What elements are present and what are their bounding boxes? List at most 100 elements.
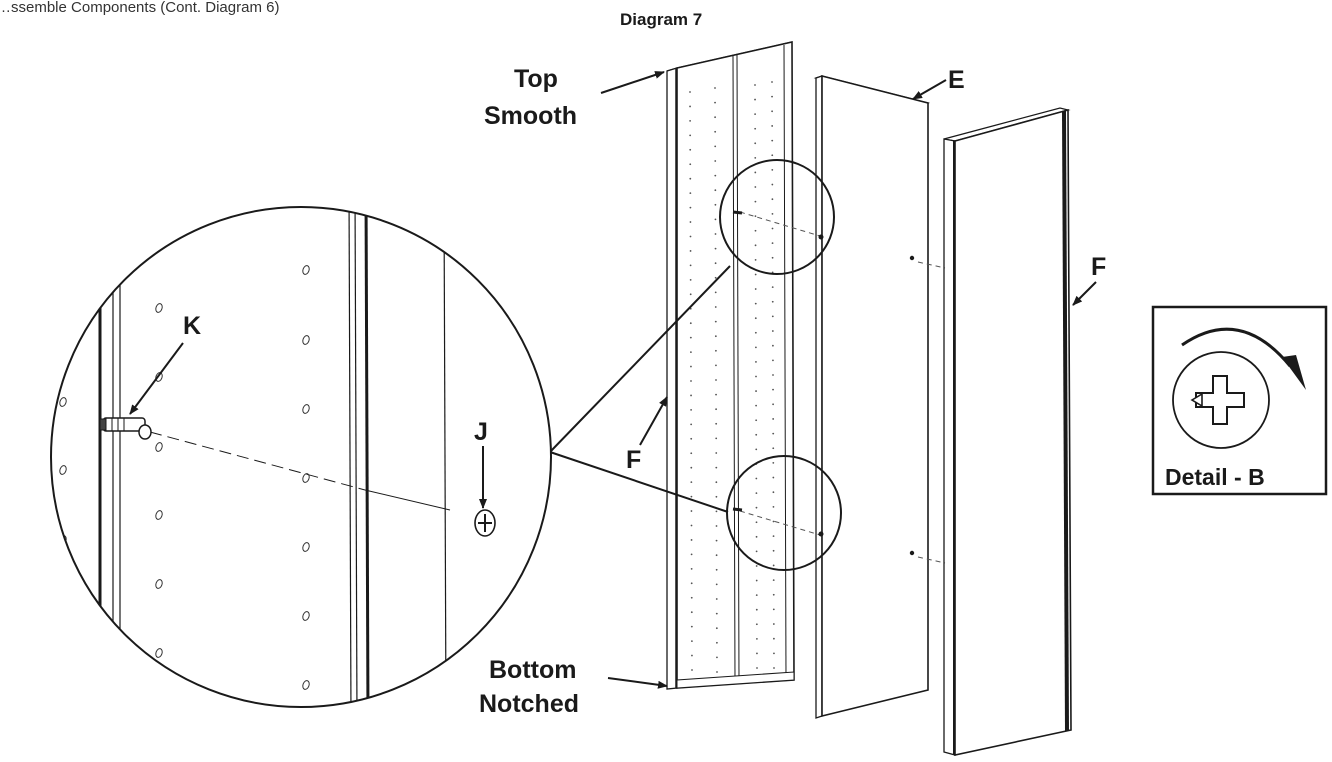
pin-hole [755, 535, 758, 538]
cam-marks [732, 210, 743, 512]
pin-hole [771, 300, 774, 303]
magnified-pin-hole [155, 579, 163, 589]
pin-hole [755, 579, 758, 582]
pin-hole [756, 667, 758, 669]
pin-hole [771, 256, 774, 259]
magnified-pin-hole [302, 404, 310, 414]
pin-hole [714, 87, 716, 89]
pin-hole [715, 408, 717, 411]
pin-hole [689, 293, 692, 296]
pin-hole [690, 524, 693, 527]
pin-hole [715, 466, 718, 469]
pin-hole [690, 596, 693, 599]
arrow-panel-e [912, 79, 947, 100]
pin-hole [755, 375, 757, 378]
pin-hole [689, 148, 692, 151]
pin-hole [715, 364, 717, 367]
pin-hole [771, 198, 774, 201]
pin-hole [714, 233, 717, 235]
pin-hole [690, 365, 692, 368]
pin-hole [772, 432, 775, 435]
label-screw-j: J [474, 418, 488, 446]
pin-hole [772, 403, 774, 406]
label-bottom-notched-2: Notched [479, 690, 579, 718]
pin-hole [715, 393, 717, 396]
pin-hole [714, 101, 716, 104]
pin-hole [771, 315, 774, 318]
rotate-arrow-icon [1181, 327, 1292, 367]
arrow-cam-bolt-k [129, 342, 184, 415]
pin-hole [689, 163, 692, 166]
pin-hole [714, 145, 717, 148]
magnified-pin-hole [155, 648, 163, 658]
pin-hole [690, 452, 693, 455]
pin-hole [715, 510, 718, 513]
pin-hole [754, 302, 757, 305]
cross-slot-icon [1195, 375, 1245, 425]
pin-hole [714, 116, 716, 119]
pin-hole [755, 448, 758, 451]
detail-b-label: Detail - B [1165, 464, 1265, 490]
pin-hole [773, 652, 775, 655]
pin-hole [754, 288, 757, 290]
pin-hole [773, 667, 775, 669]
pin-hole [714, 247, 717, 250]
panel-e [813, 74, 931, 719]
pin-hole [771, 183, 774, 186]
pin-hole [690, 437, 693, 440]
pin-hole [690, 553, 693, 556]
label-panel-f-right: F [1091, 253, 1106, 281]
pin-hole [772, 505, 775, 508]
pin-hole [714, 262, 717, 265]
pin-hole [690, 351, 692, 353]
pin-hole [755, 492, 758, 494]
shelf-pin-holes [689, 81, 775, 673]
pin-hole [714, 306, 717, 308]
pin-hole [715, 422, 718, 425]
pin-hole [771, 139, 774, 142]
pin-hole [715, 525, 718, 527]
magnified-view [50, 206, 552, 708]
magnified-pin-hole [302, 335, 310, 345]
pin-hole [690, 567, 693, 570]
pin-hole [689, 91, 691, 93]
pin-hole [714, 160, 717, 162]
pin-hole [772, 535, 775, 538]
callout-circle-lower [726, 455, 842, 571]
pin-hole [754, 273, 757, 276]
pin-hole [755, 550, 758, 553]
pin-hole [771, 125, 774, 127]
pin-hole [690, 394, 692, 397]
pin-hole [715, 539, 718, 542]
pin-hole [754, 317, 757, 320]
label-top-smooth-2: Smooth [484, 102, 577, 130]
pin-hole [755, 390, 757, 392]
pin-hole [689, 105, 691, 108]
pin-hole [689, 264, 692, 267]
pin-hole [715, 612, 718, 615]
pointer-triangle-icon [1190, 392, 1203, 408]
pin-hole [714, 174, 717, 177]
magnified-pin-hole [59, 397, 67, 407]
pin-hole [755, 594, 758, 597]
pin-hole [690, 495, 693, 498]
pin-hole [690, 423, 693, 426]
pin-hole [772, 388, 774, 391]
pin-hole [755, 565, 758, 567]
pin-hole [690, 582, 693, 585]
arrow-panel-f-right [1072, 281, 1097, 306]
pin-hole [690, 409, 692, 411]
diagram-title: Diagram 7 [620, 10, 702, 29]
pin-hole [771, 169, 774, 171]
magnified-pin-hole [155, 510, 163, 520]
pin-hole [756, 652, 758, 655]
pin-hole [690, 611, 693, 614]
pin-hole [689, 134, 692, 137]
pin-hole [754, 229, 757, 232]
side-panel-left [666, 40, 795, 690]
pin-hole [755, 623, 758, 626]
pin-hole [754, 215, 757, 218]
label-panel-e: E [948, 66, 965, 94]
pin-hole [755, 506, 758, 509]
pin-hole [771, 81, 773, 83]
